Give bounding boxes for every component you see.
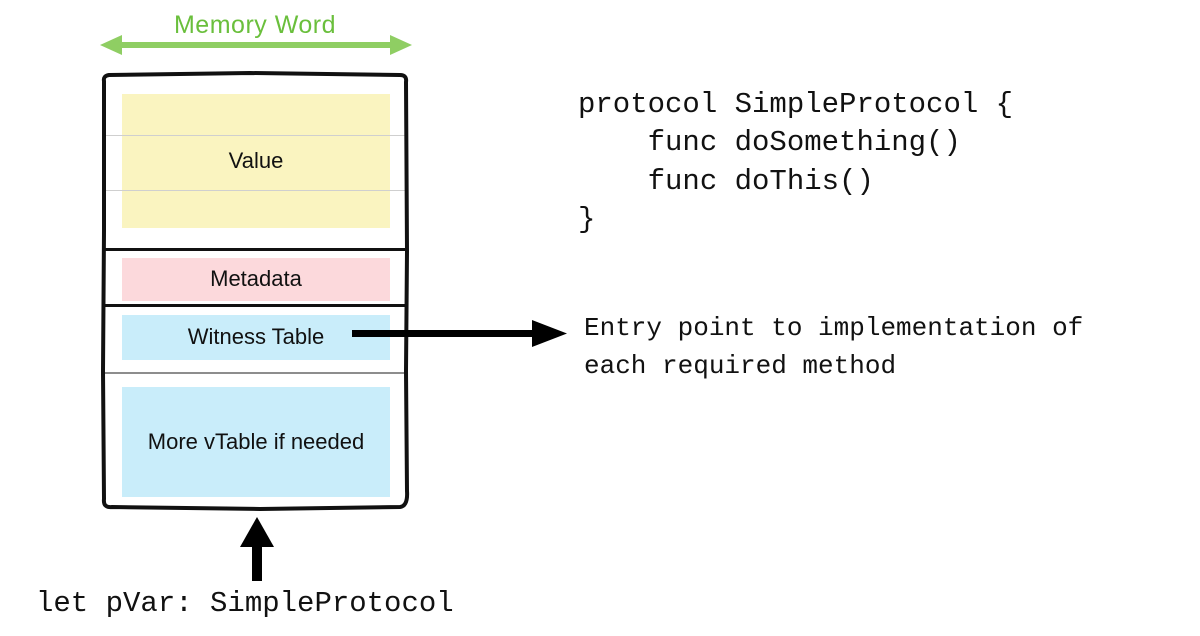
protocol-code-block: protocol SimpleProtocol { func doSomethi… (578, 88, 1014, 236)
band-metadata: Metadata (122, 258, 390, 301)
band-value: Value (122, 94, 390, 228)
right-arrow-icon (352, 320, 567, 347)
entry-point-annotation: Entry point to implementation of each re… (584, 313, 1084, 381)
memory-block: Value Metadata Witness Table More vTable… (100, 71, 410, 511)
band-more-vtable: More vTable if needed (122, 387, 390, 497)
word-boundary-divider-2 (106, 190, 406, 191)
up-arrow-icon (240, 517, 274, 581)
divider-metadata-witness (102, 304, 408, 307)
divider-value-metadata (102, 248, 408, 251)
memory-word-label: Memory Word (173, 11, 336, 39)
band-witness-table: Witness Table (122, 315, 390, 360)
word-boundary-divider-1 (106, 135, 406, 136)
pvar-declaration-caption: let pVar: SimpleProtocol (36, 587, 454, 620)
double-headed-horizontal-arrow-icon (100, 35, 412, 55)
divider-witness-more-vtable (102, 372, 408, 374)
